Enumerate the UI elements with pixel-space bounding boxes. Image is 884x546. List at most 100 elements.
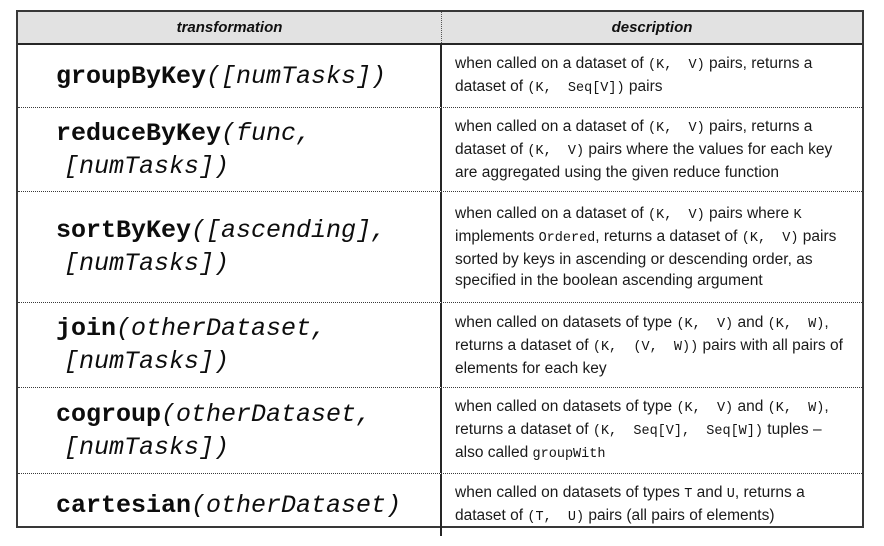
signature-line: cartesian(otherDataset) [56,489,434,522]
code-snippet: (K, V) [648,58,705,73]
signature-line: [numTasks]) [64,150,434,183]
column-header-transformation: transformation [18,12,442,43]
column-header-description: description [611,19,693,36]
code-snippet: U [726,487,735,502]
description-text: when called on a dataset of [455,118,649,135]
code-snippet: (K, Seq[V]) [527,81,625,96]
transformations-table: transformation description groupByKey([n… [16,10,864,536]
description-text: , returns a dataset of [455,313,829,354]
description-cell: when called on datasets of types T and U… [442,474,862,536]
code-snippet: T [684,487,693,502]
signature: cartesian(otherDataset) [56,489,434,522]
code-snippet: groupWith [532,447,606,462]
function-name: cogroup [56,399,162,429]
description: when called on datasets of type (K, V) a… [455,396,852,465]
transformation-cell: reduceByKey(func,[numTasks]) [18,108,442,191]
signature: cogroup(otherDataset,[numTasks]) [56,398,434,464]
description-text: pairs, returns a dataset of [455,55,813,95]
transformation-cell: cartesian(otherDataset) [18,474,442,536]
signature: sortByKey([ascending],[numTasks]) [56,214,434,280]
function-args: ([numTasks]) [206,61,387,91]
description-cell: when called on datasets of type (K, V) a… [442,388,862,473]
signature-line: [numTasks]) [64,345,434,378]
description-text: , returns a dataset of [595,228,742,245]
function-args: [numTasks]) [64,249,230,278]
code-snippet: (K, W) [767,401,825,416]
function-name: join [56,314,117,343]
table-row: join(otherDataset,[numTasks]) when calle… [18,302,862,387]
description-text: pairs where [704,205,794,222]
code-snippet: (K, W) [767,316,825,332]
code-snippet: Ordered [538,231,596,246]
code-snippet: (K, V) [676,316,734,332]
table-row: cartesian(otherDataset) when called on d… [18,473,862,536]
transformation-cell: join(otherDataset,[numTasks]) [18,303,442,387]
code-snippet: (T, U) [527,510,585,525]
description-cell: when called on datasets of type (K, V) a… [442,303,862,387]
function-args: ([ascending], [191,216,387,245]
table-row: sortByKey([ascending],[numTasks]) when c… [18,191,862,302]
function-name: groupByKey [56,61,207,91]
description-text: and [733,398,768,415]
description-text: pairs with all pairs of elements for eac… [455,336,843,377]
code-snippet: (K, V) [741,231,799,246]
description-text: , returns a dataset of [455,484,805,524]
transformation-cell: sortByKey([ascending],[numTasks]) [18,192,442,302]
description-text: pairs (all pairs of elements) [584,507,775,524]
signature: join(otherDataset,[numTasks]) [56,312,434,378]
code-snippet: (K, V) [648,208,705,223]
function-name: reduceByKey [56,118,222,148]
description-text: pairs, returns a dataset of [455,118,813,158]
function-args: (otherDataset) [191,490,402,520]
description-text: and [692,484,727,501]
description-cell: when called on a dataset of (K, V) pairs… [442,108,862,191]
code-snippet: (K, (V, W)) [592,339,699,355]
signature: reduceByKey(func,[numTasks]) [56,117,434,183]
description: when called on a dataset of (K, V) pairs… [455,53,852,99]
table-row: groupByKey([numTasks]) when called on a … [18,45,862,107]
function-name: cartesian [56,490,192,520]
signature-line: [numTasks]) [64,431,434,464]
description: when called on datasets of type (K, V) a… [455,312,852,379]
description-text: when called on datasets of types [455,484,685,501]
function-name: sortByKey [56,216,192,245]
signature: groupByKey([numTasks]) [56,60,434,93]
function-args: (otherDataset, [161,399,372,429]
description-text: implements [455,228,539,245]
signature-line: reduceByKey(func, [56,117,434,150]
function-args: [numTasks]) [64,432,230,462]
table-body: groupByKey([numTasks]) when called on a … [18,45,862,536]
function-args: (func, [221,118,312,148]
description: when called on a dataset of (K, V) pairs… [455,116,852,183]
signature-line: cogroup(otherDataset, [56,398,434,431]
signature-line: [numTasks]) [64,247,434,280]
description-text: , returns a dataset of [455,398,829,438]
code-snippet: (K, V) [676,401,734,416]
description-text: when called on a dataset of [455,55,649,72]
description-text: and [733,313,768,331]
function-args: (otherDataset, [116,314,327,343]
code-snippet: K [793,208,802,223]
function-args: [numTasks]) [64,151,230,181]
description-text: when called on a dataset of [455,205,649,222]
transformation-cell: cogroup(otherDataset,[numTasks]) [18,388,442,473]
description-text: when called on datasets of type [455,313,677,331]
table-header-row: transformation description [18,12,862,45]
signature-line: sortByKey([ascending], [56,214,434,247]
description-text: tuples – also called [455,421,822,461]
description-text: when called on datasets of type [455,398,677,415]
description: when called on datasets of types T and U… [455,482,852,528]
signature-line: join(otherDataset, [56,312,434,345]
code-snippet: (K, V) [527,144,585,159]
table-row: reduceByKey(func,[numTasks]) when called… [18,107,862,191]
code-snippet: (K, Seq[V], Seq[W]) [592,424,763,439]
description-text: pairs where the values for each key are … [455,141,833,181]
description-cell: when called on a dataset of (K, V) pairs… [442,192,862,302]
table-row: cogroup(otherDataset,[numTasks]) when ca… [18,387,862,473]
function-args: [numTasks]) [64,347,230,376]
code-snippet: (K, V) [648,121,705,136]
description-cell: when called on a dataset of (K, V) pairs… [442,45,862,107]
description-text: pairs [624,78,663,95]
signature-line: groupByKey([numTasks]) [56,60,434,93]
description: when called on a dataset of (K, V) pairs… [455,203,852,291]
